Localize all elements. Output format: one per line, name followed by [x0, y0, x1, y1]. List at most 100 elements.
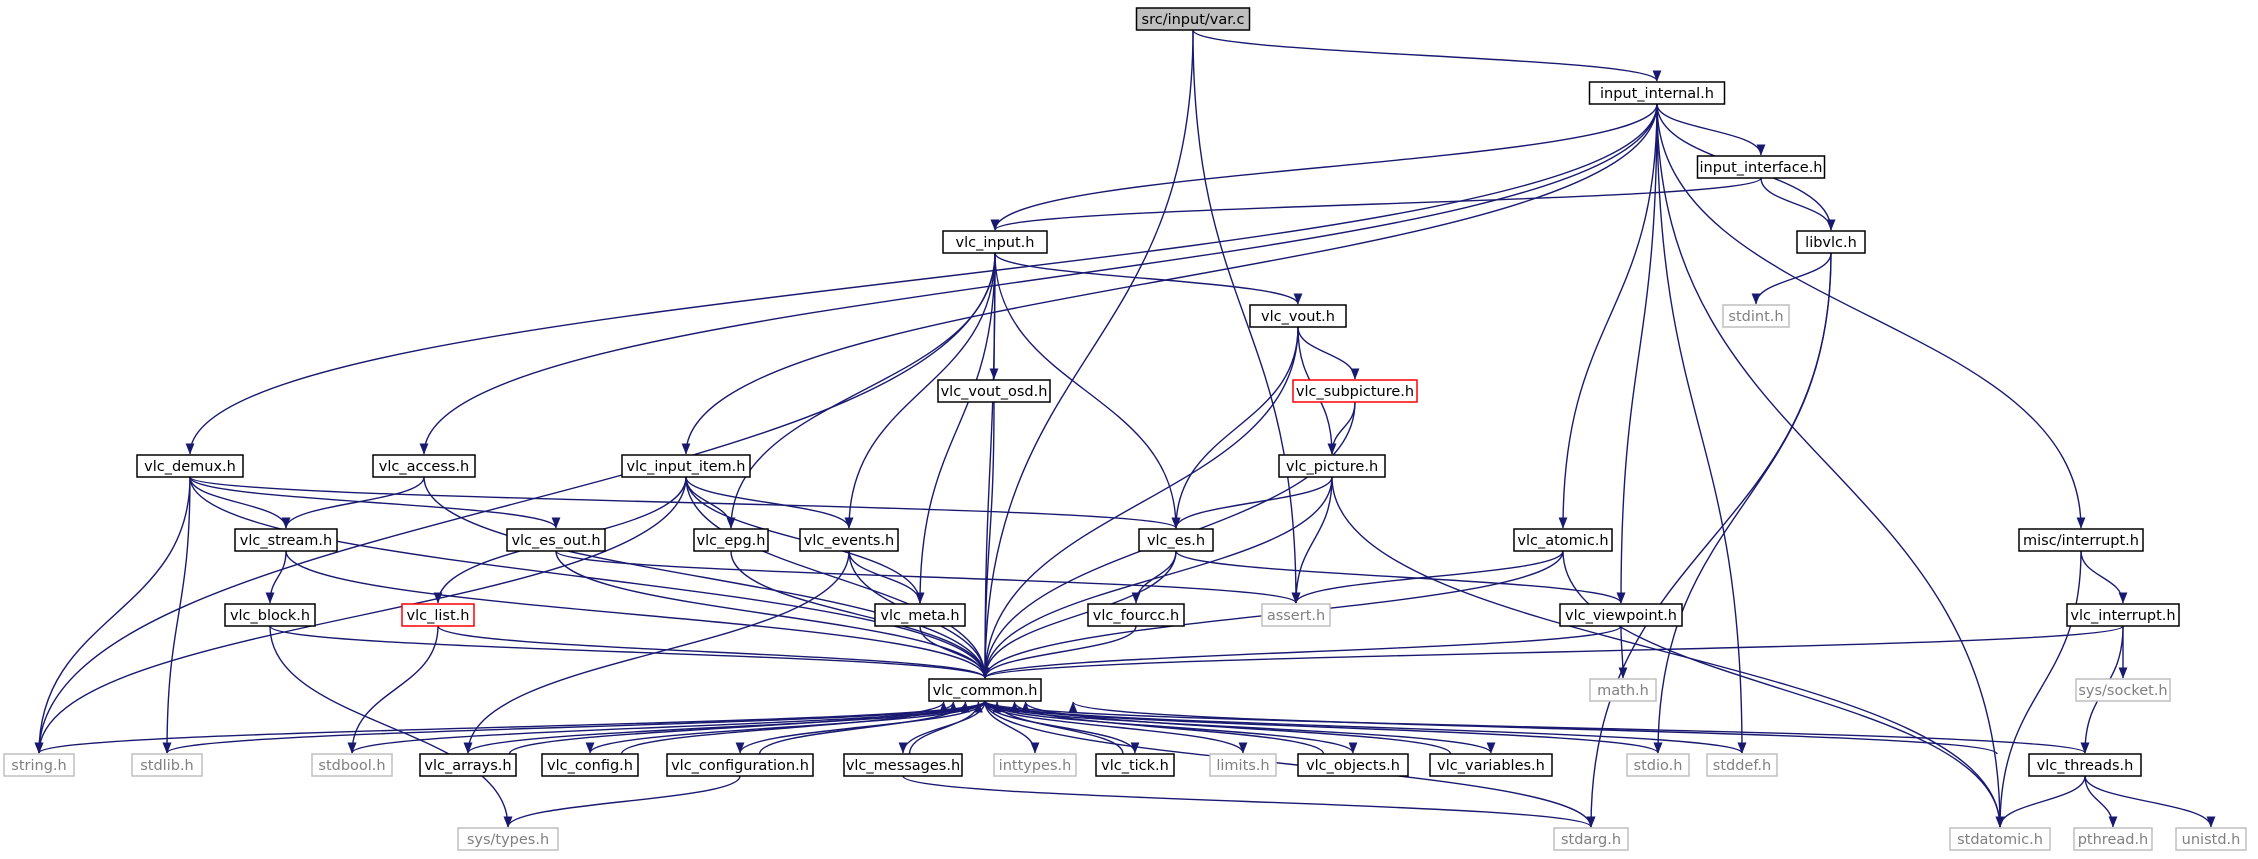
edge-line	[185, 103, 1658, 455]
edge-line	[1656, 103, 2005, 828]
node-vlc-messages[interactable]: vlc_messages.h	[843, 753, 963, 777]
edge-line	[1331, 476, 2005, 828]
node-unistd: unistd.h	[2175, 827, 2247, 851]
edge-line	[758, 701, 970, 755]
edge-line	[620, 701, 958, 755]
edge-vlc-es-to-vlc-common	[980, 550, 1177, 679]
node-vlc-es[interactable]: vlc_es.h	[1138, 528, 1214, 552]
node-box	[1292, 379, 1418, 403]
node-vlc-events[interactable]: vlc_events.h	[799, 528, 899, 552]
edge-line	[503, 775, 741, 828]
edge-vlc-common-to-vlc-threads	[984, 700, 2090, 754]
edge-line	[994, 252, 1303, 305]
edge-line	[1192, 29, 1662, 82]
node-string: string.h	[3, 753, 75, 777]
node-vlc-vout-osd[interactable]: vlc_vout_osd.h	[937, 379, 1051, 403]
edge-vlc-atomic-to-stdatomic	[1562, 550, 2005, 828]
node-vlc-tick[interactable]: vlc_tick.h	[1095, 753, 1175, 777]
node-stddef: stddef.h	[1706, 753, 1778, 777]
node-label: vlc_variables.h	[1437, 758, 1545, 774]
node-label: vlc_config.h	[547, 758, 633, 774]
node-box	[1278, 454, 1386, 478]
node-label: vlc_stream.h	[240, 533, 332, 549]
node-vlc-meta[interactable]: vlc_meta.h	[874, 603, 966, 627]
edge-line	[555, 550, 1301, 604]
node-vlc-demux[interactable]: vlc_demux.h	[136, 454, 244, 478]
node-input-internal[interactable]: input_internal.h	[1588, 81, 1726, 105]
node-box	[1138, 528, 1214, 552]
edge-line	[585, 700, 986, 754]
node-label: libvlc.h	[1805, 235, 1857, 251]
edge-vlc-subpicture-to-vlc-picture	[1327, 401, 1356, 455]
edge-vlc-access-to-vlc-common	[423, 476, 990, 679]
node-vlc-block[interactable]: vlc_block.h	[224, 603, 316, 627]
node-vlc-interrupt[interactable]: vlc_interrupt.h	[2066, 603, 2180, 627]
node-inttypes: inttypes.h	[993, 753, 1077, 777]
node-vlc-arrays[interactable]: vlc_arrays.h	[419, 753, 517, 777]
edge-vlc-demux-to-string	[34, 476, 191, 754]
node-misc-interrupt[interactable]: misc/interrupt.h	[2018, 528, 2144, 552]
node-label: limits.h	[1216, 758, 1269, 774]
node-vlc-atomic[interactable]: vlc_atomic.h	[1513, 528, 1613, 552]
node-label: vlc_interrupt.h	[2070, 608, 2175, 624]
node-vlc-stream[interactable]: vlc_stream.h	[234, 528, 338, 552]
node-vlc-configuration[interactable]: vlc_configuration.h	[666, 753, 814, 777]
node-vlc-access[interactable]: vlc_access.h	[372, 454, 476, 478]
node-box	[311, 753, 393, 777]
node-vlc-common[interactable]: vlc_common.h	[928, 678, 1042, 702]
node-vlc-viewpoint[interactable]: vlc_viewpoint.h	[1559, 603, 1683, 627]
edge-vlc-picture-to-assert	[1291, 476, 1333, 604]
node-label: vlc_list.h	[407, 608, 470, 624]
node-var-c[interactable]: src/input/var.c	[1135, 7, 1251, 31]
edge-vlc-common-to-vlc-objects	[984, 700, 1358, 754]
edge-line	[1291, 550, 1564, 604]
node-stdbool: stdbool.h	[311, 753, 393, 777]
node-vlc-objects[interactable]: vlc_objects.h	[1297, 753, 1409, 777]
edge-vlc-messages-to-vlc-common	[908, 701, 983, 755]
node-vlc-config[interactable]: vlc_config.h	[541, 753, 639, 777]
node-vlc-es-out[interactable]: vlc_es_out.h	[506, 528, 606, 552]
edge-var-c-to-vlc-common	[980, 29, 1194, 679]
edge-line	[980, 625, 2124, 679]
node-vlc-subpicture[interactable]: vlc_subpicture.h	[1292, 379, 1418, 403]
edge-vlc-access-to-vlc-stream	[281, 476, 425, 529]
edge-line	[735, 700, 986, 754]
node-label: vlc_meta.h	[880, 608, 959, 624]
edge-line	[269, 625, 990, 679]
edge-vlc-es-out-to-vlc-common	[555, 550, 990, 679]
node-libvlc[interactable]: libvlc.h	[1796, 230, 1866, 254]
edge-line	[1760, 177, 1836, 231]
edge-vlc-threads-to-unistd	[2084, 775, 2216, 828]
node-vlc-list[interactable]: vlc_list.h	[401, 603, 475, 627]
node-vlc-fourcc[interactable]: vlc_fourcc.h	[1087, 603, 1185, 627]
node-vlc-epg[interactable]: vlc_epg.h	[693, 528, 769, 552]
node-vlc-vout[interactable]: vlc_vout.h	[1249, 304, 1347, 328]
node-input-interface[interactable]: input_interface.h	[1696, 155, 1826, 179]
node-vlc-input-item[interactable]: vlc_input_item.h	[621, 454, 751, 478]
node-label: vlc_common.h	[933, 683, 1038, 699]
node-vlc-input[interactable]: vlc_input.h	[942, 230, 1048, 254]
edge-line	[508, 701, 948, 755]
node-box	[457, 827, 559, 851]
node-box	[131, 753, 203, 777]
node-box	[2018, 528, 2144, 552]
edge-vlc-configuration-to-vlc-common	[758, 701, 970, 755]
node-vlc-picture[interactable]: vlc_picture.h	[1278, 454, 1386, 478]
node-label: vlc_threads.h	[2037, 758, 2134, 774]
edge-line	[189, 476, 1181, 529]
edge-line	[915, 252, 996, 604]
node-vlc-variables[interactable]: vlc_variables.h	[1429, 753, 1553, 777]
edge-input-internal-to-misc-interrupt	[1656, 103, 2086, 529]
edge-line	[463, 700, 986, 754]
edge-line	[1995, 550, 2082, 828]
node-vlc-threads[interactable]: vlc_threads.h	[2028, 753, 2142, 777]
edge-line	[555, 550, 990, 679]
edge-vlc-picture-to-stdatomic	[1331, 476, 2005, 828]
edge-line	[1068, 701, 1998, 755]
node-label: vlc_epg.h	[697, 533, 766, 549]
edge-vlc-common-to-vlc-configuration	[735, 700, 986, 754]
edge-line	[984, 700, 1596, 828]
edge-line	[2084, 775, 2118, 828]
edge-input-internal-to-stddef	[1656, 103, 1747, 754]
